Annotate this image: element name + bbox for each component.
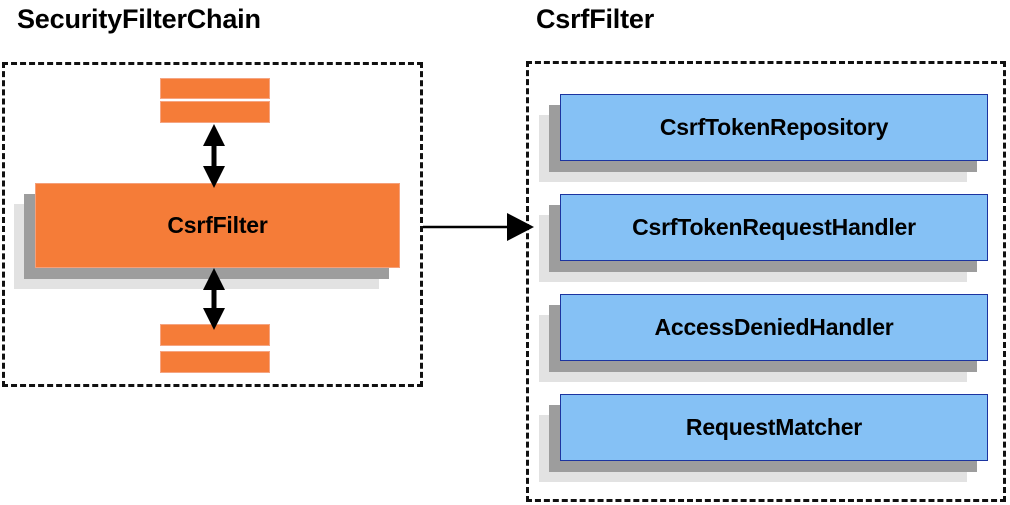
collaborator-block-csrf-token-request-handler[interactable]: CsrfTokenRequestHandler bbox=[539, 194, 988, 282]
filter-bar-above-1 bbox=[160, 78, 270, 99]
filter-bar-above-2 bbox=[160, 101, 270, 123]
collaborator-face: CsrfTokenRepository bbox=[560, 94, 988, 161]
collaborator-face: CsrfTokenRequestHandler bbox=[560, 194, 988, 261]
filter-bar-below-1 bbox=[160, 324, 270, 346]
collaborator-block-csrf-token-repository[interactable]: CsrfTokenRepository bbox=[539, 94, 988, 182]
csrf-filter-block[interactable]: CsrfFilter bbox=[14, 183, 400, 289]
collaborator-block-request-matcher[interactable]: RequestMatcher bbox=[539, 394, 988, 482]
filter-bar-below-2 bbox=[160, 351, 270, 373]
right-panel-title: CsrfFilter bbox=[536, 4, 655, 34]
security-filter-chain-panel bbox=[2, 62, 423, 387]
collaborator-label: RequestMatcher bbox=[685, 414, 863, 440]
csrf-filter-face: CsrfFilter bbox=[35, 183, 400, 268]
collaborator-label: CsrfTokenRequestHandler bbox=[632, 214, 916, 240]
csrf-filter-collaborators-panel bbox=[526, 61, 1006, 502]
csrf-filter-label: CsrfFilter bbox=[167, 212, 268, 238]
arrow-chain-to-collaborators bbox=[423, 213, 534, 241]
collaborator-face: AccessDeniedHandler bbox=[560, 294, 988, 361]
left-panel-title: SecurityFilterChain bbox=[17, 4, 261, 34]
collaborator-block-access-denied-handler[interactable]: AccessDeniedHandler bbox=[539, 294, 988, 382]
collaborator-face: RequestMatcher bbox=[560, 394, 988, 461]
collaborator-label: AccessDeniedHandler bbox=[654, 314, 894, 340]
collaborator-label: CsrfTokenRepository bbox=[659, 114, 889, 140]
